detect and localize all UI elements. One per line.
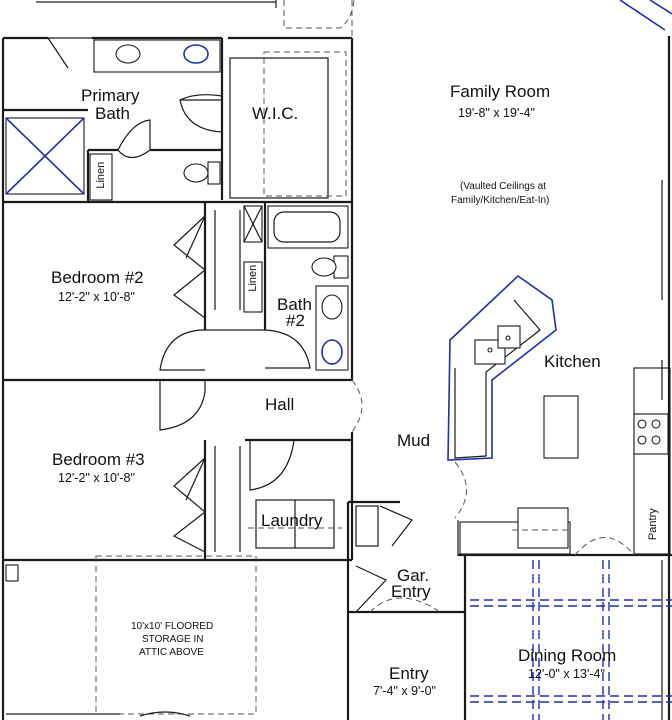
storage-note-line-3: ATTIC ABOVE xyxy=(139,647,204,658)
primary-bath-label-2: Bath xyxy=(95,104,130,123)
hall-label: Hall xyxy=(265,395,295,414)
family-room-name: Family Room xyxy=(450,82,551,101)
garage-entry-label-2: Entry xyxy=(391,582,431,601)
vaulted-note-line-1: (Vaulted Ceilings at xyxy=(460,181,546,192)
primary-suite xyxy=(3,38,354,380)
bedroom-2-dims: 12'-2" x 10'-8" xyxy=(58,290,135,304)
garage xyxy=(5,555,257,717)
pantry-label: Pantry xyxy=(646,508,659,541)
wic-label: W.I.C. xyxy=(252,104,299,123)
bedroom-3-name: Bedroom #3 xyxy=(52,450,145,469)
family-room-dims: 19'-8" x 19'-4" xyxy=(458,106,535,120)
bedroom-3 xyxy=(3,446,352,562)
top-wall-fragments xyxy=(36,0,672,31)
garage-entry-label-1: Gar. xyxy=(397,566,430,585)
bedroom-2-name: Bedroom #2 xyxy=(51,268,144,287)
bedroom-2 xyxy=(3,202,352,382)
top-door-swing xyxy=(47,37,92,69)
primary-bath-label-1: Primary xyxy=(81,86,140,105)
mud-label: Mud xyxy=(397,431,431,450)
bedroom-3-dims: 12'-2" x 10'-8" xyxy=(58,471,135,485)
dining-room-dims: 12'-0" x 13'-4" xyxy=(528,667,605,681)
central-walls xyxy=(346,0,672,720)
hall xyxy=(159,379,363,560)
bath-2-label-2: #2 xyxy=(286,311,305,330)
linen-label-bath2: Linen xyxy=(246,264,259,292)
entry-name: Entry xyxy=(389,664,429,683)
bath-2-label-1: Bath xyxy=(277,295,312,314)
dining-grid xyxy=(470,560,672,720)
entry-dims: 7'-4" x 9'-0" xyxy=(373,684,436,698)
linen-label-primary: Linen xyxy=(94,161,107,189)
storage-note-line-1: 10'x10' FLOORED xyxy=(131,621,214,632)
vaulted-note-line-2: Family/Kitchen/Eat-In) xyxy=(451,195,550,206)
dining-room-name: Dining Room xyxy=(518,646,617,665)
kitchen xyxy=(447,274,671,556)
kitchen-label: Kitchen xyxy=(544,352,601,371)
laundry-label: Laundry xyxy=(261,511,323,530)
storage-note-line-2: STORAGE IN xyxy=(142,634,204,645)
